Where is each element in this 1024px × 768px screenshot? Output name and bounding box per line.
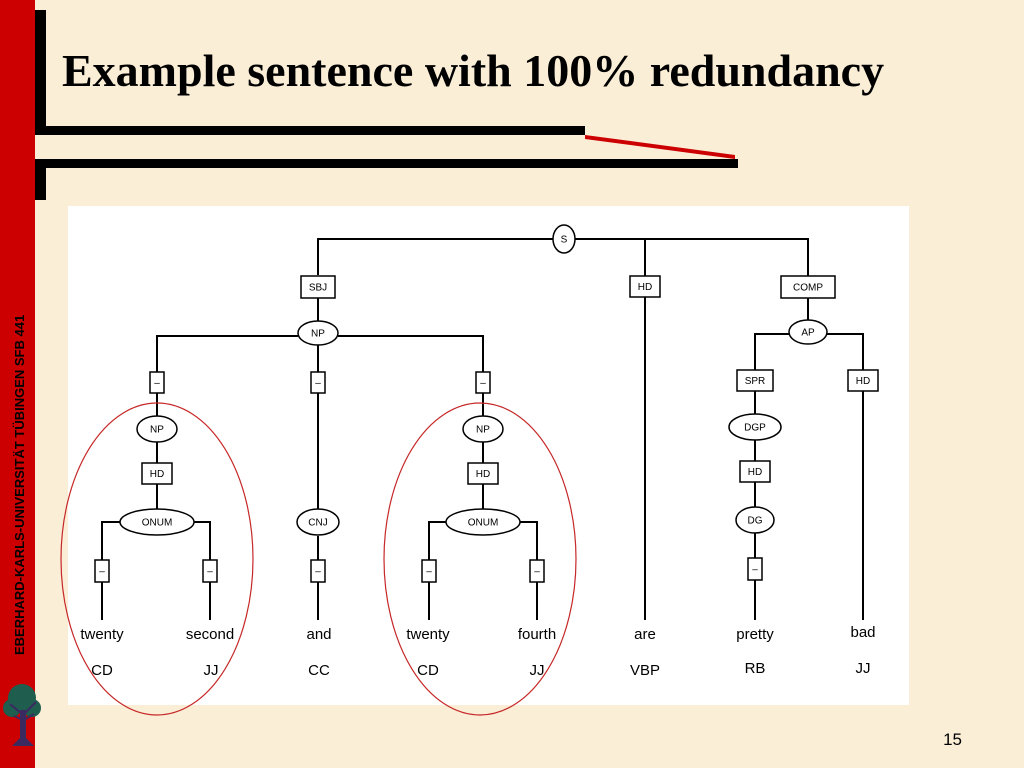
slide-title: Example sentence with 100% redundancy (62, 45, 885, 96)
node-sbj-label: SBJ (309, 283, 327, 294)
node-dash-l2-label: – (207, 567, 213, 578)
node-dg-label: DG (748, 516, 763, 527)
university-sidebar-label: EBERHARD-KARLS-UNIVERSITÄT TÜBINGEN SFB … (12, 315, 27, 655)
node-cnj-label: CNJ (308, 518, 327, 529)
sidebar-band (0, 0, 35, 768)
node-dg (735, 506, 775, 534)
node-dash-cnj (310, 559, 326, 583)
node-comp (780, 275, 836, 299)
redundancy-highlight-left (60, 402, 254, 716)
node-comp-label: COMP (793, 283, 823, 294)
tag-jj-3: JJ (856, 660, 871, 677)
node-hd-left (141, 462, 173, 485)
node-dash-dg-label: – (752, 565, 758, 576)
node-spr-label: SPR (745, 376, 766, 387)
node-hd-dgp (739, 460, 771, 483)
header-decoration (35, 10, 738, 200)
diagram-panel (68, 206, 909, 705)
university-logo-tree-icon (3, 684, 41, 746)
node-ap (788, 319, 828, 345)
node-hd-left-label: HD (150, 469, 164, 480)
node-dgp (728, 413, 782, 441)
tag-cd-1: CD (91, 662, 113, 679)
tag-cd-2: CD (417, 662, 439, 679)
word-twenty-2: twenty (406, 626, 450, 643)
pos-tags: CD JJ CC CD JJ VBP RB JJ (91, 660, 870, 679)
node-dash-right-label: – (480, 378, 486, 389)
tag-jj-1: JJ (204, 662, 219, 679)
node-dash-mid (310, 371, 326, 394)
word-pretty: pretty (736, 626, 774, 643)
node-cnj (296, 508, 340, 536)
node-hd-ap-label: HD (856, 376, 870, 387)
node-onum-right-label: ONUM (468, 518, 499, 529)
node-dash-r1 (421, 559, 437, 583)
node-np-right (462, 415, 504, 443)
tag-vbp: VBP (630, 662, 660, 679)
node-dash-mid-label: – (315, 378, 321, 389)
node-onum-left-label: ONUM (142, 518, 173, 529)
node-dash-dg (747, 557, 763, 581)
node-onum-left (119, 508, 195, 536)
tree-nodes: S SBJ HD COMP NP AP – – – SPR HD NP NP D… (94, 224, 879, 583)
node-np-top-label: NP (311, 329, 325, 340)
node-np-left (136, 415, 178, 443)
node-s (552, 224, 576, 254)
node-dash-r1-label: – (426, 567, 432, 578)
word-and: and (306, 626, 331, 643)
node-spr (736, 369, 774, 392)
node-np-left-label: NP (150, 425, 164, 436)
word-are: are (634, 626, 656, 643)
node-hd-right (467, 462, 499, 485)
node-hd-root-label: HD (638, 282, 652, 293)
word-twenty-1: twenty (80, 626, 124, 643)
node-np-right-label: NP (476, 425, 490, 436)
redundancy-highlight-right (383, 402, 577, 716)
node-sbj (300, 275, 336, 299)
sidebar-text: EBERHARD-KARLS-UNIVERSITÄT TÜBINGEN SFB … (12, 315, 27, 655)
page-number: 15 (943, 730, 962, 749)
node-dash-left (149, 371, 165, 394)
node-onum-right (445, 508, 521, 536)
node-dash-l2 (202, 559, 218, 583)
word-labels: twenty second and twenty fourth are pret… (80, 624, 875, 643)
node-s-label: S (561, 235, 568, 246)
tag-rb: RB (745, 660, 766, 677)
node-dash-l1 (94, 559, 110, 583)
tag-cc: CC (308, 662, 330, 679)
node-dash-right (475, 371, 491, 394)
node-hd-dgp-label: HD (748, 467, 762, 478)
node-dash-l1-label: – (99, 567, 105, 578)
word-fourth: fourth (518, 626, 556, 643)
node-hd-right-label: HD (476, 469, 490, 480)
word-bad: bad (850, 624, 875, 641)
node-np-top (297, 320, 339, 346)
word-second: second (186, 626, 234, 643)
node-dash-r2-label: – (534, 567, 540, 578)
node-dash-r2 (529, 559, 545, 583)
node-hd-root (629, 275, 661, 298)
node-hd-ap (847, 369, 879, 392)
node-dash-left-label: – (154, 378, 160, 389)
tag-jj-2: JJ (530, 662, 545, 679)
node-dgp-label: DGP (744, 423, 766, 434)
node-ap-label: AP (801, 328, 815, 339)
node-dash-cnj-label: – (315, 567, 321, 578)
